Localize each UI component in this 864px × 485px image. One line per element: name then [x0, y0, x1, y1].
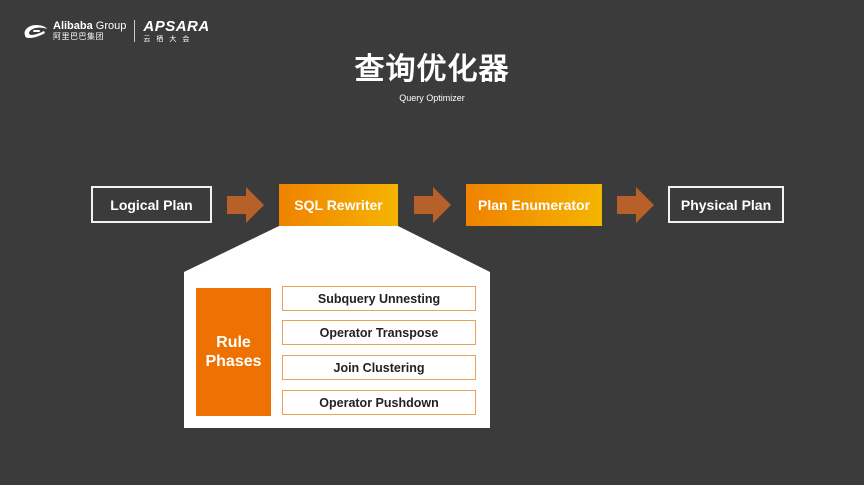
arrow-right-icon [414, 187, 451, 223]
arrow-right-icon [617, 187, 654, 223]
rule-label: Rule [216, 333, 251, 351]
plan-enumerator-box: Plan Enumerator [466, 184, 602, 226]
logical-plan-box: Logical Plan [91, 186, 212, 223]
apsara-logo: APSARA 云栖大会 [143, 19, 209, 43]
logo-divider [134, 20, 136, 42]
phase-item-operator-transpose: Operator Transpose [282, 320, 476, 345]
phase-item-subquery-unnesting: Subquery Unnesting [282, 286, 476, 311]
sql-rewriter-box: SQL Rewriter [279, 184, 398, 226]
apsara-chinese-name: 云栖大会 [143, 35, 196, 43]
phases-label: Phases [205, 353, 262, 370]
phase-item-join-clustering: Join Clustering [282, 355, 476, 380]
page-subtitle: Query Optimizer [399, 93, 465, 103]
alibaba-chinese-name: 阿里巴巴集团 [53, 32, 104, 41]
arrow-right-icon [227, 187, 264, 223]
alibaba-wordmark: Alibaba Group 阿里巴巴集团 [53, 21, 126, 41]
alibaba-group: Group [95, 20, 127, 32]
physical-plan-box: Physical Plan [668, 186, 784, 223]
rule-phases-label: Rule Phases [196, 288, 271, 416]
alibaba-name: Alibaba [53, 20, 93, 32]
phase-item-operator-pushdown: Operator Pushdown [282, 390, 476, 415]
apsara-name: APSARA [143, 18, 210, 35]
header-logos: Alibaba Group 阿里巴巴集团 APSARA 云栖大会 [22, 18, 210, 44]
alibaba-logo-icon [24, 25, 47, 38]
page-title: 查询优化器 [354, 52, 510, 87]
